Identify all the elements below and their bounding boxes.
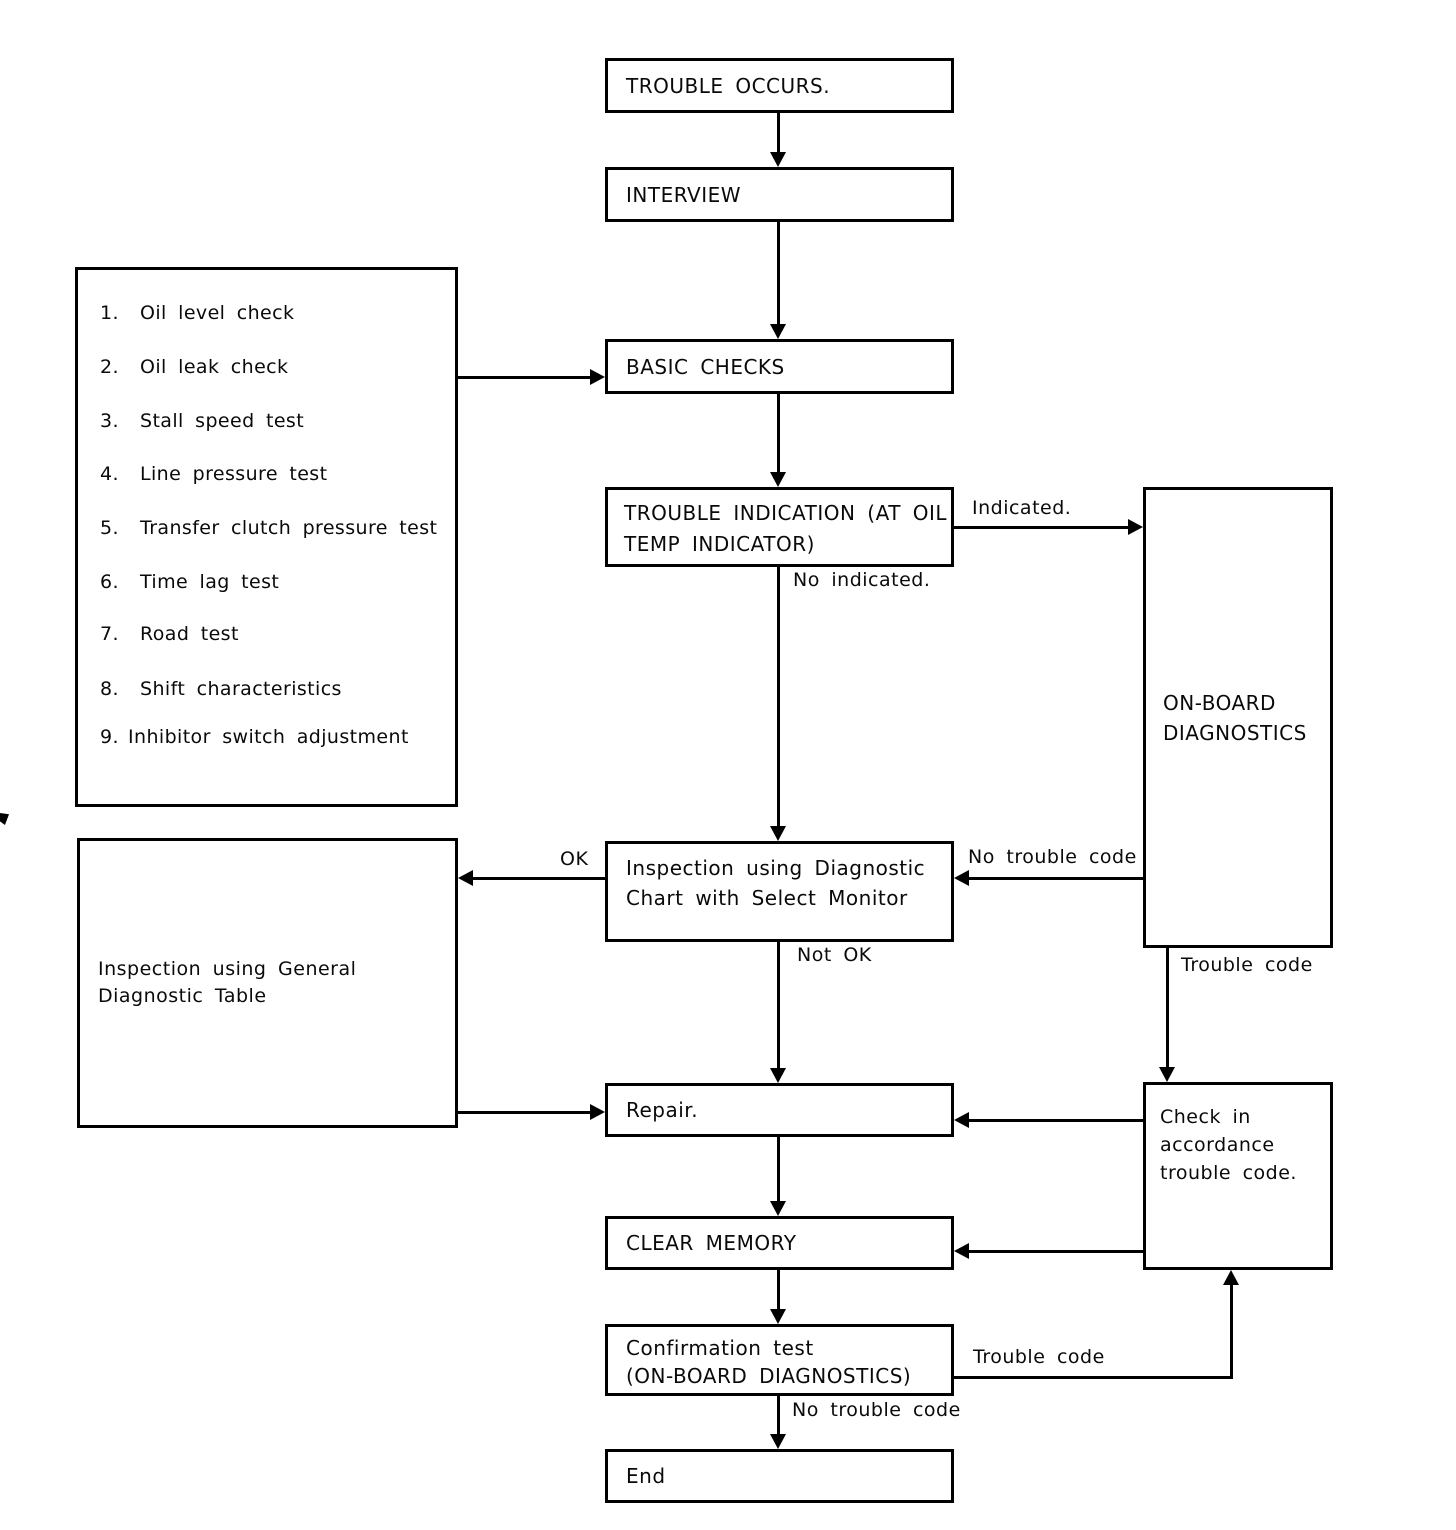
- checklist-item-1-number: 1.: [100, 302, 119, 324]
- edge-ok-line: [471, 877, 605, 880]
- checklist-item-1: 1. Oil level check: [100, 302, 294, 324]
- node-check-in-accordance-line3: trouble code.: [1160, 1162, 1297, 1184]
- checklist-item-7-number: 7.: [100, 623, 119, 645]
- checklist-item-9-number: 9.: [100, 726, 119, 748]
- node-basic-checks: BASIC CHECKS: [605, 339, 954, 394]
- edge-no-trouble-code-line: [967, 877, 1143, 880]
- edge-clear-memory-confirmation-line: [777, 1270, 780, 1311]
- edge-clear-memory-confirmation-arrowhead: [770, 1309, 786, 1324]
- checklist-item-6: 6. Time lag test: [100, 571, 279, 593]
- checklist-item-4-text: Line pressure test: [140, 463, 328, 485]
- edge-label-trouble-code-lower: Trouble code: [973, 1346, 1105, 1368]
- edge-checklist-basic-checks-line: [458, 376, 592, 379]
- edge-general-table-repair-line: [458, 1111, 592, 1114]
- edge-trouble-indication-inspection-line: [777, 567, 780, 828]
- checklist-item-3: 3. Stall speed test: [100, 410, 304, 432]
- node-clear-memory: CLEAR MEMORY: [605, 1216, 954, 1270]
- edge-check-repair-arrowhead: [954, 1112, 969, 1128]
- edge-inspection-repair-arrowhead: [770, 1068, 786, 1083]
- edge-label-no-trouble-code-lower: No trouble code: [792, 1399, 961, 1421]
- edge-basic-checks-trouble-indication-arrowhead: [770, 472, 786, 487]
- node-confirmation-test-line2: (ON-BOARD DIAGNOSTICS): [626, 1364, 912, 1388]
- edge-trouble-occurs-interview-arrowhead: [770, 152, 786, 167]
- checklist-item-7: 7. Road test: [100, 623, 239, 645]
- checklist-item-8: 8. Shift characteristics: [100, 678, 342, 700]
- checklist-item-2-text: Oil leak check: [140, 356, 289, 378]
- node-confirmation-test-line1: Confirmation test: [626, 1336, 814, 1360]
- checklist-item-9: 9. Inhibitor switch adjustment: [100, 726, 409, 748]
- node-trouble-occurs: TROUBLE OCCURS.: [605, 58, 954, 113]
- node-inspection-select-monitor-line1: Inspection using Diagnostic: [626, 856, 926, 880]
- checklist-item-5-number: 5.: [100, 517, 119, 539]
- checklist-item-7-text: Road test: [140, 623, 239, 645]
- checklist-item-1-text: Oil level check: [140, 302, 295, 324]
- edge-trouble-code-return-vline: [1230, 1283, 1233, 1379]
- edge-ok-arrowhead: [458, 870, 473, 886]
- node-confirmation-test: Confirmation test (ON-BOARD DIAGNOSTICS): [605, 1324, 954, 1396]
- edge-no-trouble-code-arrowhead: [954, 870, 969, 886]
- node-inspection-select-monitor: Inspection using Diagnostic Chart with S…: [605, 841, 954, 942]
- edge-indicated-arrowhead: [1128, 519, 1143, 535]
- node-trouble-indication-line1: TROUBLE INDICATION (AT OIL: [624, 501, 948, 525]
- checklist-item-5: 5. Transfer clutch pressure test: [100, 517, 437, 539]
- node-interview: INTERVIEW: [605, 167, 954, 222]
- edge-check-clear-memory-line: [967, 1250, 1143, 1253]
- node-general-diagnostic-table: Inspection using General Diagnostic Tabl…: [77, 838, 458, 1128]
- node-check-in-accordance-line1: Check in: [1160, 1106, 1251, 1128]
- node-on-board-diagnostics: ON-BOARD DIAGNOSTICS: [1143, 487, 1333, 948]
- edge-check-clear-memory-arrowhead: [954, 1243, 969, 1259]
- edge-interview-basic-checks-arrowhead: [770, 324, 786, 339]
- checklist-item-8-number: 8.: [100, 678, 119, 700]
- scan-artifact: [0, 813, 9, 825]
- edge-trouble-code-return-hline: [953, 1376, 1233, 1379]
- node-check-in-accordance: Check in accordance trouble code.: [1143, 1082, 1333, 1270]
- checklist-item-2-number: 2.: [100, 356, 119, 378]
- edge-trouble-occurs-interview-line: [777, 112, 780, 154]
- edge-label-trouble-code-right: Trouble code: [1181, 954, 1313, 976]
- node-inspection-select-monitor-line2: Chart with Select Monitor: [626, 886, 908, 910]
- node-trouble-indication-line2: TEMP INDICATOR): [624, 532, 815, 556]
- edge-check-repair-line: [967, 1119, 1143, 1122]
- checklist-item-3-number: 3.: [100, 410, 119, 432]
- checklist-item-8-text: Shift characteristics: [140, 678, 342, 700]
- node-on-board-diagnostics-line1: ON-BOARD: [1163, 690, 1276, 715]
- checklist-item-6-number: 6.: [100, 571, 119, 593]
- node-end: End: [605, 1449, 954, 1503]
- node-general-diagnostic-table-line2: Diagnostic Table: [98, 985, 267, 1007]
- edge-label-ok: OK: [560, 848, 589, 870]
- node-check-in-accordance-line2: accordance: [1160, 1134, 1275, 1156]
- edge-trouble-code-down-line: [1166, 948, 1169, 1069]
- checklist-item-4: 4. Line pressure test: [100, 463, 327, 485]
- edge-trouble-indication-inspection-arrowhead: [770, 826, 786, 841]
- checklist-item-9-text: Inhibitor switch adjustment: [128, 726, 409, 748]
- node-general-diagnostic-table-line1: Inspection using General: [98, 958, 357, 980]
- checklist-item-5-text: Transfer clutch pressure test: [140, 517, 438, 539]
- edge-trouble-code-return-arrowhead: [1223, 1270, 1239, 1285]
- edge-interview-basic-checks-line: [777, 222, 780, 326]
- node-on-board-diagnostics-line2: DIAGNOSTICS: [1163, 720, 1307, 745]
- edge-repair-clear-memory-line: [777, 1137, 780, 1203]
- edge-trouble-code-down-arrowhead: [1159, 1067, 1175, 1082]
- edge-label-not-ok: Not OK: [797, 944, 872, 966]
- node-trouble-indication: TROUBLE INDICATION (AT OIL TEMP INDICATO…: [605, 487, 954, 567]
- edge-indicated-line: [953, 526, 1130, 529]
- edge-confirmation-end-arrowhead: [770, 1434, 786, 1449]
- edge-basic-checks-trouble-indication-line: [777, 394, 780, 474]
- edge-repair-clear-memory-arrowhead: [770, 1201, 786, 1216]
- node-repair: Repair.: [605, 1083, 954, 1137]
- edge-inspection-repair-line: [777, 942, 780, 1070]
- edge-checklist-basic-checks-arrowhead: [590, 369, 605, 385]
- edge-general-table-repair-arrowhead: [590, 1104, 605, 1120]
- checklist-item-2: 2. Oil leak check: [100, 356, 288, 378]
- edge-label-indicated: Indicated.: [972, 497, 1072, 519]
- node-basic-checks-list: 1. Oil level check 2. Oil leak check 3. …: [75, 267, 458, 807]
- checklist-item-6-text: Time lag test: [140, 571, 280, 593]
- checklist-item-3-text: Stall speed test: [140, 410, 305, 432]
- edge-label-no-indicated: No indicated.: [793, 569, 931, 591]
- edge-label-no-trouble-code-upper: No trouble code: [968, 846, 1137, 868]
- edge-confirmation-end-line: [777, 1396, 780, 1436]
- checklist-item-4-number: 4.: [100, 463, 119, 485]
